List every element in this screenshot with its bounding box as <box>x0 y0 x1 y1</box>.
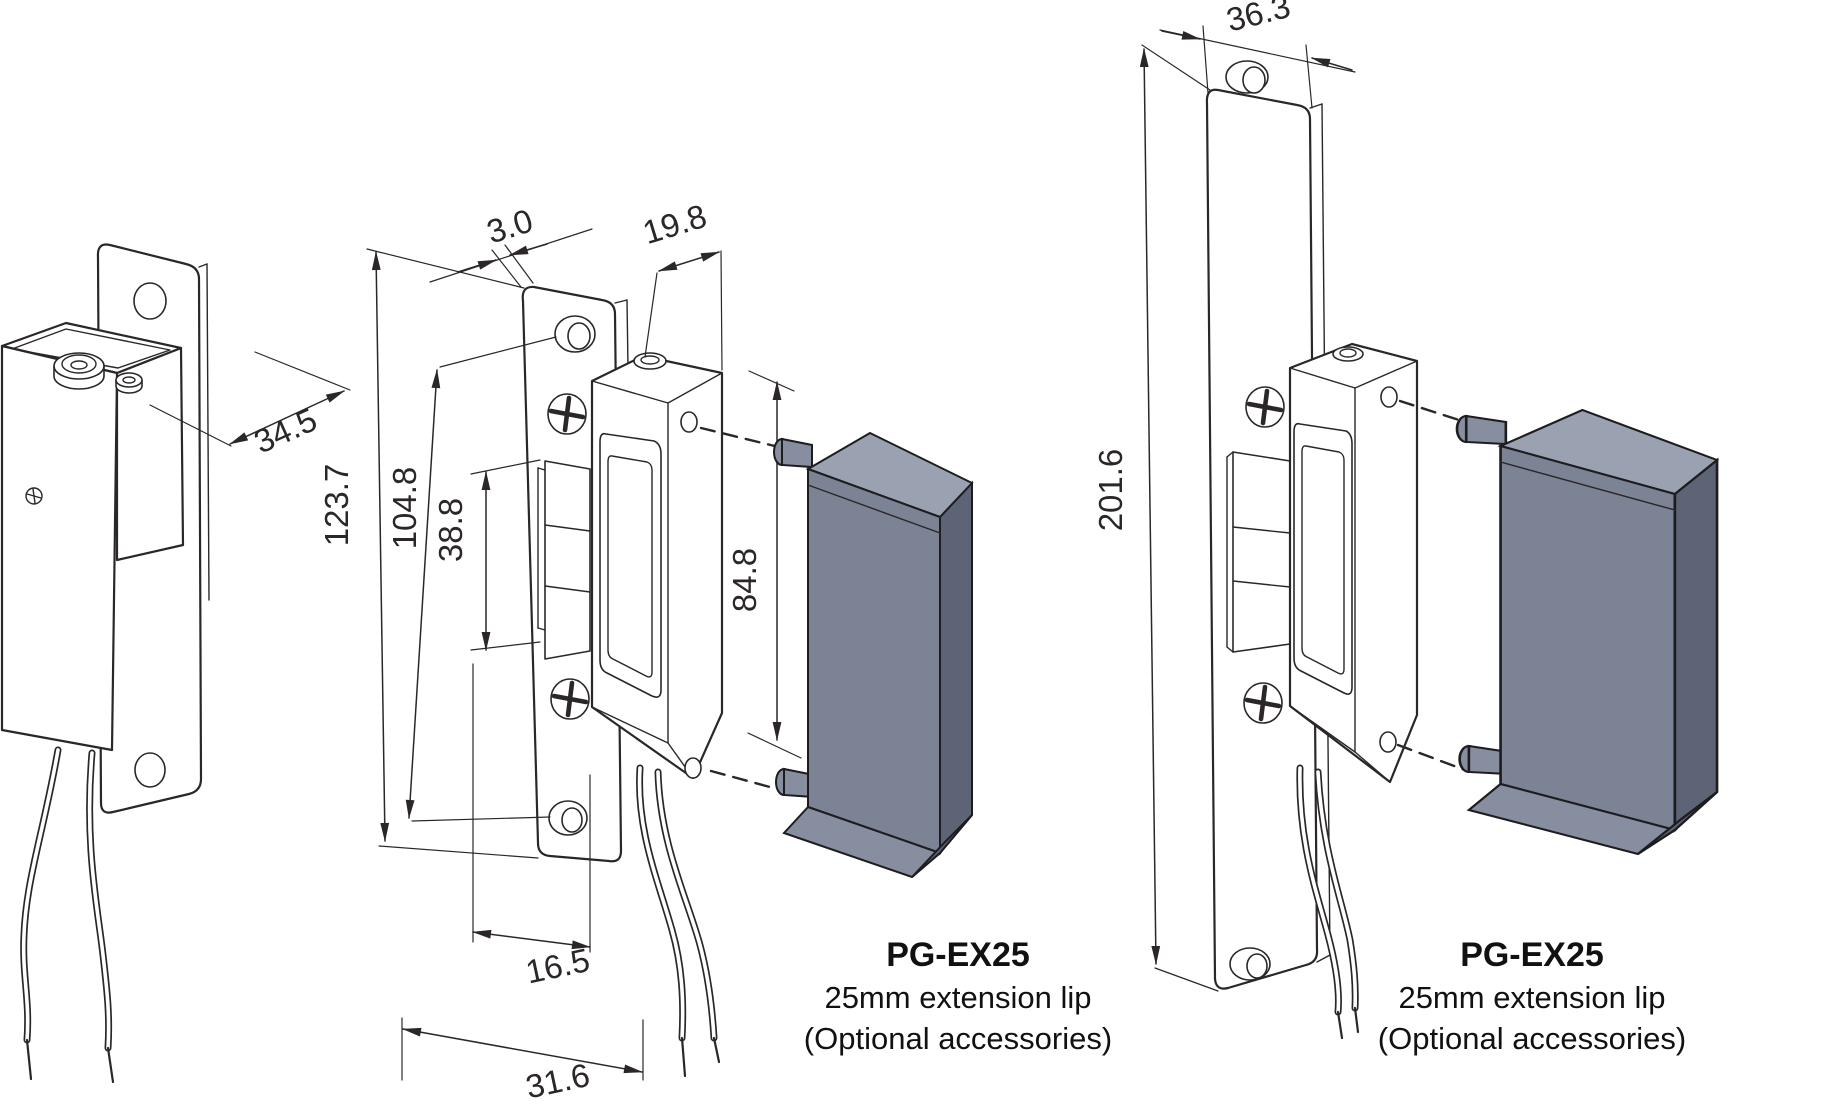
right-plate-top-hole <box>1225 60 1269 94</box>
middle-body-cavity <box>599 432 662 698</box>
dim-label-36-3: 36.3 <box>1223 0 1294 39</box>
middle-screw-top <box>547 393 587 435</box>
left-top-screw-boss <box>115 372 143 394</box>
right-body-cavity <box>1293 422 1353 695</box>
right-accessory-model: PG-EX25 <box>1460 936 1604 974</box>
right-plate-bottom-hole <box>1229 947 1271 981</box>
middle-extension-lip-part <box>773 431 974 879</box>
middle-flange-hole-bottom <box>684 757 702 779</box>
view-middle-short-plate: 123.7 104.8 38.8 84.8 3.0 <box>318 197 1112 1106</box>
middle-accessory-line1: 25mm extension lip <box>824 980 1091 1015</box>
right-leader-dash-bottom <box>1396 743 1467 772</box>
right-wires <box>1296 764 1360 1040</box>
view-right-long-plate: 36.3 201.6 <box>1092 0 1720 1056</box>
right-flange-hole-top <box>1380 386 1398 408</box>
dim-label-19-8: 19.8 <box>639 197 711 251</box>
left-body-front-face <box>0 344 119 752</box>
dim-label-104-8: 104.8 <box>386 467 423 550</box>
right-screw-bottom <box>1243 682 1283 724</box>
lip-pin-bottom-icon <box>1458 744 1510 776</box>
middle-plate-top-hole <box>554 315 596 353</box>
left-plate-bottom-hole <box>134 752 166 788</box>
dim-label-38-8: 38.8 <box>432 498 469 562</box>
right-strike-body <box>1288 342 1419 784</box>
middle-flange-hole-top <box>680 411 698 433</box>
dimension-right-plate-height-201-6: 201.6 <box>1092 44 1219 992</box>
middle-strike-body <box>590 352 724 780</box>
right-extension-lip-part <box>1455 408 1720 856</box>
lip-pin-top-icon <box>1455 414 1508 446</box>
dim-label-201-6: 201.6 <box>1092 449 1129 532</box>
right-leader-dash-top <box>1398 399 1464 423</box>
right-flange-hole-bottom <box>1379 731 1397 753</box>
right-latch-keeper <box>1226 451 1291 653</box>
left-plate-top-hole <box>133 282 167 320</box>
middle-latch-keeper <box>537 460 591 660</box>
middle-screw-bottom <box>550 678 590 720</box>
dimension-body-depth-19-8: 19.8 <box>639 197 723 371</box>
dimension-opening-height-38-8: 38.8 <box>432 459 541 651</box>
dimension-body-height-84-8: 84.8 <box>726 370 802 759</box>
middle-plate-bottom-hole <box>548 800 588 836</box>
right-accessory-line1: 25mm extension lip <box>1398 980 1665 1015</box>
dim-label-123-7: 123.7 <box>318 464 355 547</box>
view-left-rear-side: 34.5 <box>0 243 351 1084</box>
dim-label-34-5: 34.5 <box>248 401 322 461</box>
left-solenoid-cylinder <box>53 352 105 390</box>
left-case-screw <box>25 487 43 505</box>
middle-wires <box>636 764 721 1078</box>
middle-accessory-line2: (Optional accessories) <box>804 1021 1112 1056</box>
left-wires <box>20 746 115 1084</box>
right-accessory-line2: (Optional accessories) <box>1378 1021 1686 1056</box>
dimension-hole-spacing-104-8: 104.8 <box>386 336 557 822</box>
middle-accessory-model: PG-EX25 <box>886 936 1030 974</box>
lip-pin-top-icon <box>773 437 813 469</box>
dim-label-84-8: 84.8 <box>726 548 763 612</box>
dimension-plate-thickness-3-0: 3.0 <box>429 202 593 288</box>
middle-accessory-caption: PG-EX25 25mm extension lip (Optional acc… <box>804 936 1112 1056</box>
dim-label-31-6: 31.6 <box>522 1056 593 1106</box>
dim-label-3-0: 3.0 <box>482 202 537 251</box>
dimension-plate-width-31-6: 31.6 <box>401 1017 644 1106</box>
dim-label-16-5: 16.5 <box>522 941 593 991</box>
dimension-plate-height-123-7: 123.7 <box>318 248 539 859</box>
right-accessory-caption: PG-EX25 25mm extension lip (Optional acc… <box>1378 936 1686 1056</box>
right-screw-top <box>1245 386 1285 428</box>
